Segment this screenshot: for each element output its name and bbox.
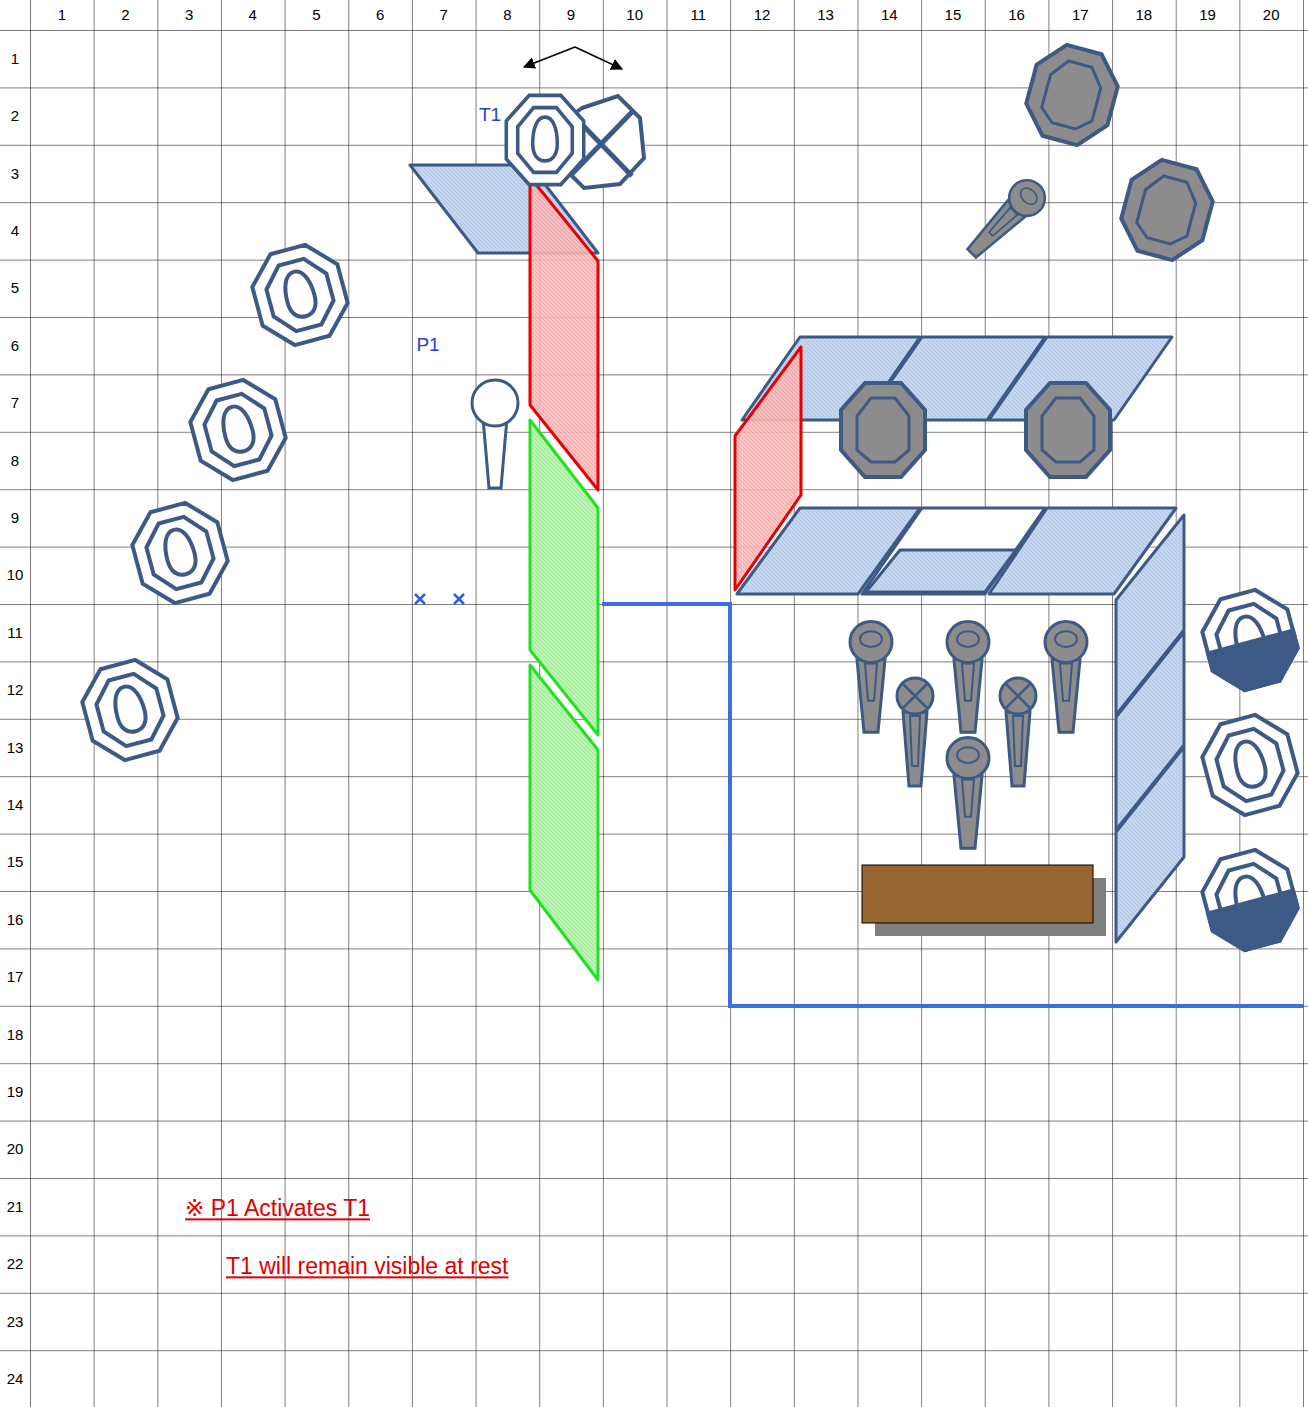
column-number: 2 bbox=[121, 7, 129, 24]
row-number: 8 bbox=[11, 452, 19, 469]
column-number: 16 bbox=[1008, 7, 1025, 24]
column-number: 3 bbox=[185, 7, 193, 24]
row-number: 19 bbox=[7, 1084, 24, 1101]
row-number: 23 bbox=[7, 1313, 24, 1330]
no-shoot-targets bbox=[841, 39, 1220, 477]
row-number: 15 bbox=[7, 854, 24, 871]
row-number: 22 bbox=[7, 1256, 24, 1273]
row-number: 17 bbox=[7, 969, 24, 986]
column-number: 8 bbox=[503, 7, 511, 24]
steel-poppers bbox=[850, 173, 1087, 848]
row-number: 9 bbox=[11, 510, 19, 527]
column-number: 4 bbox=[249, 7, 257, 24]
row-number: 18 bbox=[7, 1026, 24, 1043]
column-number: 17 bbox=[1072, 7, 1089, 24]
stage-note: ※ P1 Activates T1 bbox=[185, 1196, 370, 1221]
row-number: 16 bbox=[7, 911, 24, 928]
target-label: T1 bbox=[479, 105, 501, 126]
row-number: 10 bbox=[7, 567, 24, 584]
row-number: 21 bbox=[7, 1198, 24, 1215]
fault-line bbox=[602, 604, 1303, 1006]
column-number: 18 bbox=[1136, 7, 1153, 24]
paper-targets bbox=[75, 238, 1304, 822]
column-number: 10 bbox=[626, 7, 643, 24]
column-number: 11 bbox=[691, 7, 707, 24]
table bbox=[862, 865, 1106, 936]
row-number: 5 bbox=[11, 280, 19, 297]
row-number: 2 bbox=[11, 108, 19, 125]
no-shoot-poppers bbox=[897, 678, 1036, 786]
hard-cover-targets bbox=[1195, 583, 1304, 957]
column-number: 12 bbox=[754, 7, 771, 24]
row-number: 6 bbox=[11, 337, 19, 354]
column-number: 7 bbox=[440, 7, 448, 24]
row-number: 11 bbox=[7, 624, 23, 641]
column-number: 14 bbox=[881, 7, 898, 24]
row-number: 12 bbox=[7, 682, 24, 699]
row-number: 20 bbox=[7, 1141, 24, 1158]
swinging-target bbox=[506, 47, 644, 188]
stage-note: T1 will remain visible at rest bbox=[226, 1254, 508, 1279]
column-number: 20 bbox=[1263, 7, 1280, 24]
popper-p1 bbox=[472, 380, 518, 488]
shooting-position-marks bbox=[415, 594, 464, 604]
row-number: 7 bbox=[11, 395, 19, 412]
row-number: 1 bbox=[11, 50, 19, 67]
walls bbox=[410, 165, 1184, 942]
column-number: 5 bbox=[312, 7, 320, 24]
column-number: 9 bbox=[567, 7, 575, 24]
row-number: 24 bbox=[7, 1371, 24, 1388]
column-number: 15 bbox=[945, 7, 962, 24]
column-number: 13 bbox=[817, 7, 834, 24]
row-number: 3 bbox=[11, 165, 19, 182]
row-number: 13 bbox=[7, 739, 24, 756]
column-number: 6 bbox=[376, 7, 384, 24]
row-number: 14 bbox=[7, 797, 24, 814]
row-number: 4 bbox=[11, 223, 19, 240]
column-number: 1 bbox=[58, 7, 66, 24]
column-number: 19 bbox=[1199, 7, 1216, 24]
green-walls bbox=[530, 420, 598, 980]
popper-label: P1 bbox=[416, 335, 439, 356]
